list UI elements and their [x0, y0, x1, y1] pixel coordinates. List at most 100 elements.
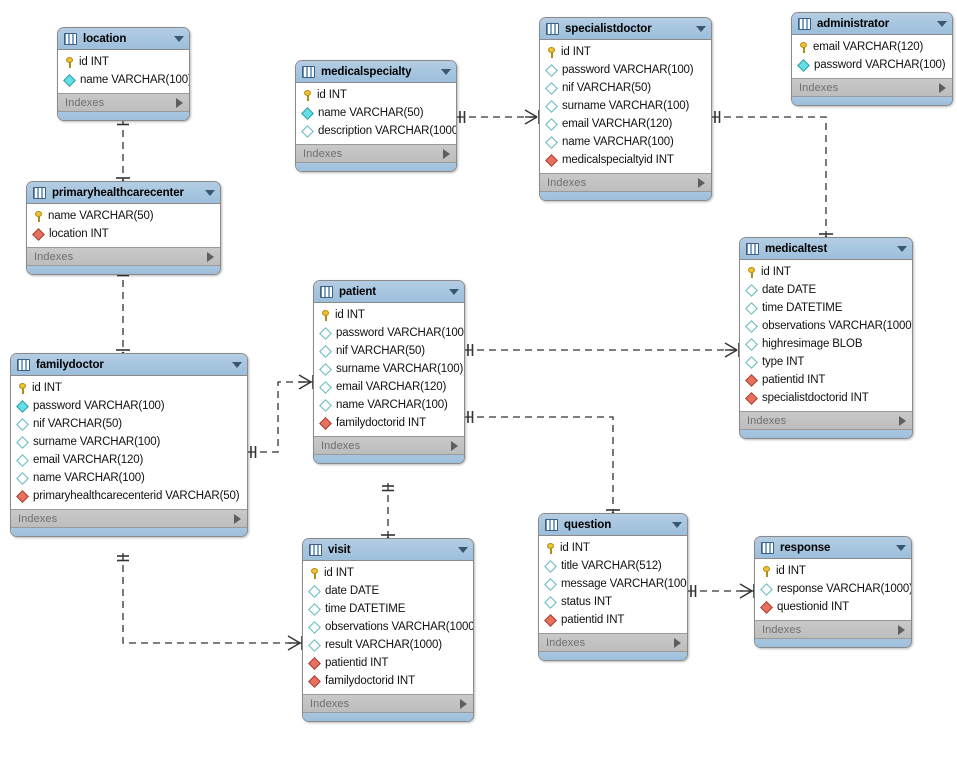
chevron-down-icon[interactable]	[205, 189, 215, 196]
indexes-section-patient[interactable]: Indexes	[314, 436, 464, 454]
column-row[interactable]: nif VARCHAR(50)	[540, 79, 711, 97]
table-primaryhealthcarecenter[interactable]: primaryhealthcarecenter name VARCHAR(50)l…	[26, 181, 221, 275]
indexes-section-response[interactable]: Indexes	[755, 620, 911, 638]
column-row[interactable]: name VARCHAR(100)	[58, 71, 189, 89]
column-row[interactable]: name VARCHAR(100)	[11, 469, 247, 487]
column-row[interactable]: familydoctorid INT	[314, 414, 464, 432]
expand-right-icon[interactable]	[899, 415, 906, 426]
chevron-down-icon[interactable]	[937, 20, 947, 27]
indexes-section-location[interactable]: Indexes	[58, 93, 189, 111]
column-row[interactable]: name VARCHAR(50)	[27, 207, 220, 225]
chevron-down-icon[interactable]	[232, 361, 242, 368]
chevron-down-icon[interactable]	[672, 521, 682, 528]
column-row[interactable]: medicalspecialtyid INT	[540, 151, 711, 169]
column-row[interactable]: name VARCHAR(50)	[296, 104, 456, 122]
column-row[interactable]: time DATETIME	[740, 299, 912, 317]
column-row[interactable]: id INT	[58, 53, 189, 71]
indexes-section-familydoctor[interactable]: Indexes	[11, 509, 247, 527]
column-row[interactable]: id INT	[755, 562, 911, 580]
column-row[interactable]: patientid INT	[539, 611, 687, 629]
column-row[interactable]: password VARCHAR(100)	[792, 56, 952, 74]
chevron-down-icon[interactable]	[441, 68, 451, 75]
column-row[interactable]: password VARCHAR(100)	[540, 61, 711, 79]
table-header-administrator[interactable]: administrator	[792, 13, 952, 35]
column-row[interactable]: patientid INT	[740, 371, 912, 389]
table-header-medicaltest[interactable]: medicaltest	[740, 238, 912, 260]
expand-right-icon[interactable]	[176, 97, 183, 108]
table-header-familydoctor[interactable]: familydoctor	[11, 354, 247, 376]
column-row[interactable]: id INT	[314, 306, 464, 324]
column-row[interactable]: location INT	[27, 225, 220, 243]
indexes-section-medicalspecialty[interactable]: Indexes	[296, 144, 456, 162]
column-row[interactable]: status INT	[539, 593, 687, 611]
column-row[interactable]: id INT	[539, 539, 687, 557]
column-row[interactable]: id INT	[11, 379, 247, 397]
expand-right-icon[interactable]	[234, 513, 241, 524]
table-header-medicalspecialty[interactable]: medicalspecialty	[296, 61, 456, 83]
indexes-section-medicaltest[interactable]: Indexes	[740, 411, 912, 429]
expand-right-icon[interactable]	[674, 637, 681, 648]
table-header-location[interactable]: location	[58, 28, 189, 50]
chevron-down-icon[interactable]	[458, 546, 468, 553]
table-header-specialistdoctor[interactable]: specialistdoctor	[540, 18, 711, 40]
column-row[interactable]: primaryhealthcarecenterid VARCHAR(50)	[11, 487, 247, 505]
column-row[interactable]: date DATE	[303, 582, 473, 600]
table-header-visit[interactable]: visit	[303, 539, 473, 561]
column-row[interactable]: message VARCHAR(1000)	[539, 575, 687, 593]
column-row[interactable]: highresimage BLOB	[740, 335, 912, 353]
column-row[interactable]: name VARCHAR(100)	[314, 396, 464, 414]
column-row[interactable]: nif VARCHAR(50)	[314, 342, 464, 360]
column-row[interactable]: email VARCHAR(120)	[792, 38, 952, 56]
column-row[interactable]: observations VARCHAR(1000)	[303, 618, 473, 636]
chevron-down-icon[interactable]	[449, 288, 459, 295]
column-row[interactable]: specialistdoctorid INT	[740, 389, 912, 407]
column-row[interactable]: questionid INT	[755, 598, 911, 616]
indexes-section-administrator[interactable]: Indexes	[792, 78, 952, 96]
indexes-section-visit[interactable]: Indexes	[303, 694, 473, 712]
column-row[interactable]: surname VARCHAR(100)	[11, 433, 247, 451]
column-row[interactable]: password VARCHAR(100)	[11, 397, 247, 415]
column-row[interactable]: name VARCHAR(100)	[540, 133, 711, 151]
indexes-section-question[interactable]: Indexes	[539, 633, 687, 651]
column-row[interactable]: password VARCHAR(100)	[314, 324, 464, 342]
column-row[interactable]: email VARCHAR(120)	[540, 115, 711, 133]
column-row[interactable]: id INT	[740, 263, 912, 281]
table-header-question[interactable]: question	[539, 514, 687, 536]
column-row[interactable]: title VARCHAR(512)	[539, 557, 687, 575]
indexes-section-primaryhealthcarecenter[interactable]: Indexes	[27, 247, 220, 265]
chevron-down-icon[interactable]	[896, 544, 906, 551]
column-row[interactable]: description VARCHAR(1000)	[296, 122, 456, 140]
table-header-response[interactable]: response	[755, 537, 911, 559]
column-row[interactable]: surname VARCHAR(100)	[540, 97, 711, 115]
expand-right-icon[interactable]	[698, 177, 705, 188]
column-row[interactable]: result VARCHAR(1000)	[303, 636, 473, 654]
column-row[interactable]: observations VARCHAR(1000)	[740, 317, 912, 335]
expand-right-icon[interactable]	[460, 698, 467, 709]
column-row[interactable]: id INT	[296, 86, 456, 104]
expand-right-icon[interactable]	[443, 148, 450, 159]
column-row[interactable]: id INT	[303, 564, 473, 582]
column-row[interactable]: type INT	[740, 353, 912, 371]
column-row[interactable]: response VARCHAR(1000)	[755, 580, 911, 598]
indexes-section-specialistdoctor[interactable]: Indexes	[540, 173, 711, 191]
column-row[interactable]: date DATE	[740, 281, 912, 299]
table-header-primaryhealthcarecenter[interactable]: primaryhealthcarecenter	[27, 182, 220, 204]
column-row[interactable]: nif VARCHAR(50)	[11, 415, 247, 433]
table-header-patient[interactable]: patient	[314, 281, 464, 303]
expand-right-icon[interactable]	[939, 82, 946, 93]
column-row[interactable]: surname VARCHAR(100)	[314, 360, 464, 378]
expand-right-icon[interactable]	[451, 440, 458, 451]
column-row[interactable]: patientid INT	[303, 654, 473, 672]
column-row[interactable]: id INT	[540, 43, 711, 61]
column-row[interactable]: time DATETIME	[303, 600, 473, 618]
expand-right-icon[interactable]	[207, 251, 214, 262]
